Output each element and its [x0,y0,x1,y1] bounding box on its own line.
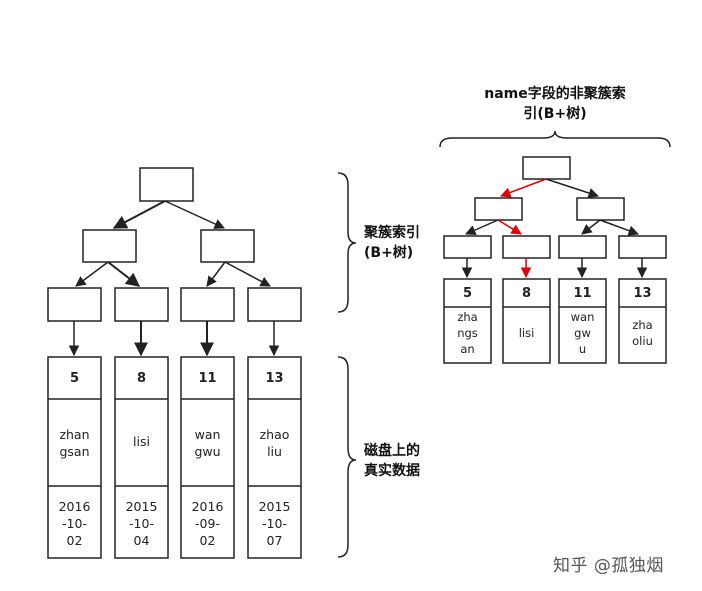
edge-arrow-highlighted [497,219,522,235]
clustered-leaf-node-4 [247,287,302,322]
secondary-record-key: 11 [573,286,592,301]
clustered-leaf-node-2 [114,287,169,322]
clustered-internal-node-left [82,229,137,263]
disk-data-label: 磁盘上的 真实数据 [364,443,420,479]
clustered-index-brace [337,172,357,313]
secondary-record-key: 13 [633,286,652,301]
disk-data-brace [337,356,357,558]
secondary-record-name: lisi [518,326,535,340]
record-date: 2015 -10- 07 [258,499,291,548]
record-box-1 [47,356,102,559]
secondary-tree [439,130,671,364]
clustered-leaf-node-3 [180,287,235,322]
edge-arrow [164,200,225,229]
record-date: 2015 -10- 04 [125,499,158,548]
clustered-leaf-node-1 [47,287,102,322]
record-date: 2016 -09- 02 [191,499,224,548]
edge-arrow [75,261,109,287]
edge-arrow [112,200,166,229]
clustered-index-label: 聚簇索引 (B+树) [364,225,420,261]
record-date: 2016 -10- 02 [58,499,91,548]
secondary-root-node [522,156,571,180]
secondary-record-name: zha oliu [632,318,653,348]
secondary-index-title: name字段的非聚簇索 引(B+树) [484,86,626,122]
secondary-record-box-1 [443,278,492,364]
record-name: wan gwu [194,427,221,459]
edge-arrow [465,219,499,236]
secondary-leaf-node-1 [443,235,492,259]
clustered-tree [47,167,357,559]
edge-arrow [599,219,639,236]
clustered-internal-node-right [200,229,255,263]
secondary-index-brace [439,130,671,148]
secondary-record-box-4 [618,278,667,364]
secondary-record-key: 8 [521,286,532,301]
record-box-2 [114,356,169,559]
edge-arrow-highlighted [500,178,547,198]
secondary-leaf-node-3 [558,235,607,259]
secondary-internal-node-right [576,197,625,221]
record-key: 11 [198,371,217,386]
clustered-root-node [139,167,194,202]
record-name: lisi [133,434,150,449]
edge-arrow [224,261,271,287]
record-box-4 [247,356,302,559]
secondary-leaf-node-4 [618,235,667,259]
record-key: 5 [69,371,80,386]
watermark: 知乎 @孤独烟 [553,556,664,576]
edge-arrow [206,261,226,287]
edge-arrow [545,178,599,199]
edge-arrow [107,261,141,287]
record-key: 13 [265,371,284,386]
secondary-record-key: 5 [462,286,473,301]
secondary-record-box-3 [558,278,607,364]
record-name: zhan gsan [59,427,90,459]
edge-arrow [581,219,601,235]
secondary-record-name: zha ngs an [457,310,478,356]
secondary-leaf-node-2 [502,235,551,259]
secondary-record-name: wan gw u [570,310,595,356]
secondary-internal-node-left [474,197,523,221]
record-box-3 [180,356,235,559]
record-name: zhao liu [259,427,290,459]
record-key: 8 [136,371,147,386]
secondary-record-box-2 [502,278,551,364]
